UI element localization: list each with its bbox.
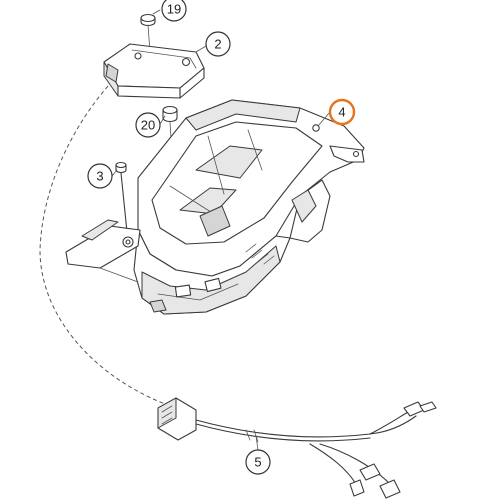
svg-text:3: 3 — [96, 169, 103, 184]
cable-routing-dashed-line — [39, 85, 169, 406]
callout-19: 19 — [161, 0, 187, 22]
svg-text:19: 19 — [167, 2, 181, 17]
part-4-bracket — [65, 99, 365, 315]
leader-lines — [111, 9, 331, 451]
svg-text:2: 2 — [214, 37, 221, 52]
callout-20: 20 — [135, 112, 161, 138]
svg-text:4: 4 — [338, 105, 345, 120]
callout-4: 4 — [328, 98, 356, 126]
callout-2: 2 — [205, 31, 231, 57]
part-2-control-unit — [103, 43, 205, 99]
svg-text:5: 5 — [254, 455, 261, 470]
part-3-screw — [115, 161, 128, 233]
callout-5: 5 — [245, 449, 271, 475]
svg-text:20: 20 — [141, 118, 155, 133]
callout-3: 3 — [87, 163, 113, 189]
part-5-wiring-harness — [157, 397, 437, 499]
